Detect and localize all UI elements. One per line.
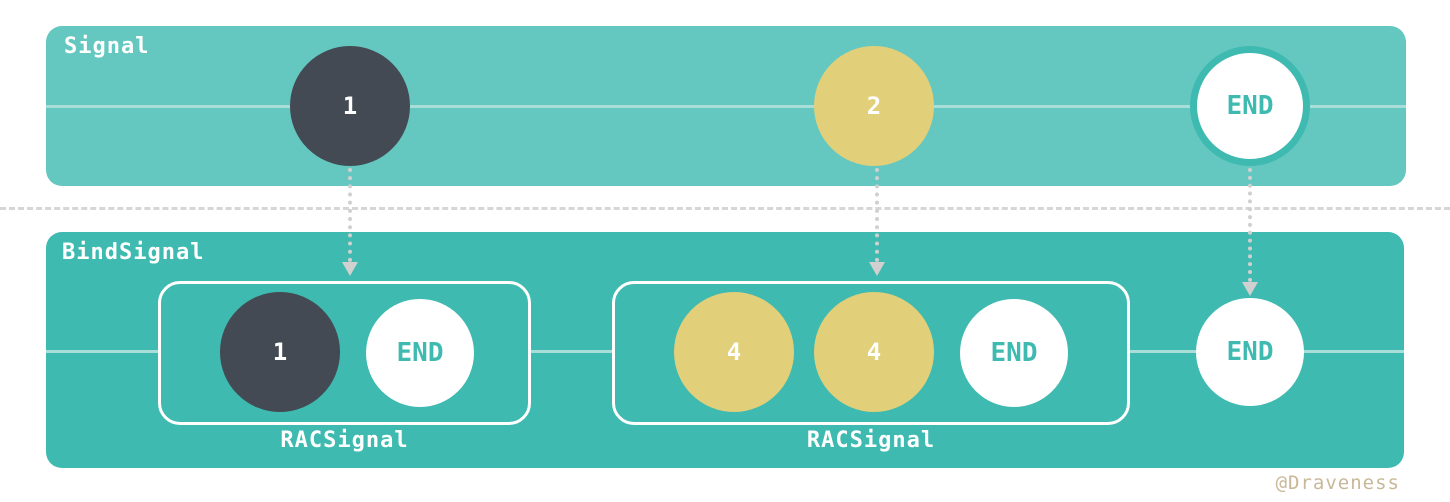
group-2-event-2: 4 xyxy=(814,292,934,412)
group-2-event-1: 4 xyxy=(674,292,794,412)
bind-signal-end-event: END xyxy=(1196,298,1304,406)
signal-timeline xyxy=(46,105,1406,108)
signal-event-1: 1 xyxy=(290,46,410,166)
signal-panel: Signal xyxy=(46,26,1406,186)
group-1-end-event: END xyxy=(366,299,474,407)
arrow-event-2 xyxy=(869,168,885,278)
arrow-event-1 xyxy=(342,168,358,278)
signal-title: Signal xyxy=(64,34,150,59)
group-2-end-event: END xyxy=(960,299,1068,407)
separator-dashed-line xyxy=(0,207,1450,210)
group-1-event-1: 1 xyxy=(220,292,340,412)
bind-signal-title: BindSignal xyxy=(62,240,205,265)
racsignal-group-1-label: RACSignal xyxy=(280,428,409,453)
racsignal-group-1 xyxy=(158,281,531,425)
arrow-end-event xyxy=(1242,168,1258,298)
signal-end-event: END xyxy=(1190,46,1310,166)
racsignal-group-2-label: RACSignal xyxy=(806,428,936,453)
signal-event-2: 2 xyxy=(814,46,934,166)
watermark: @Draveness xyxy=(1275,472,1400,494)
